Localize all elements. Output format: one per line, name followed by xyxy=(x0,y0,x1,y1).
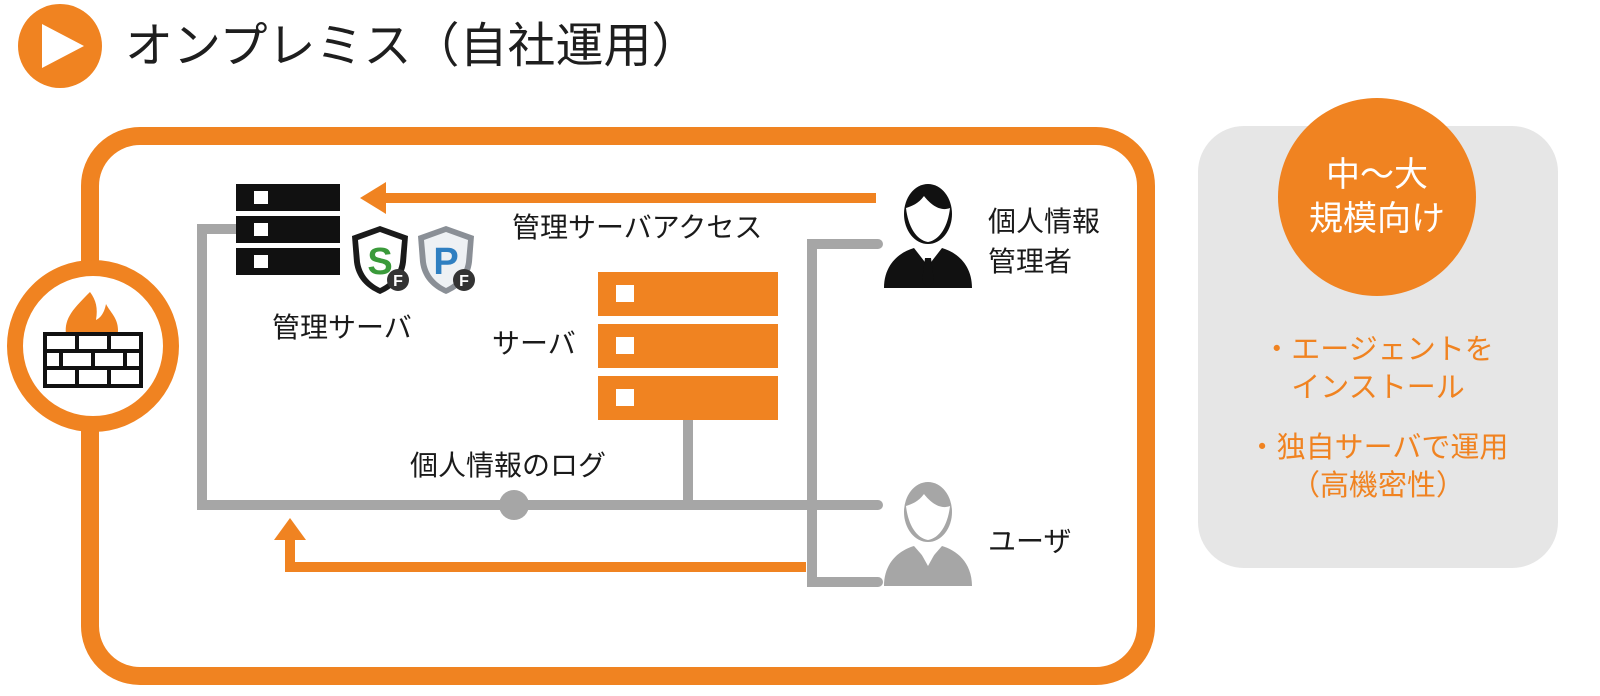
admin-server-icon xyxy=(236,184,340,275)
svg-text:F: F xyxy=(393,273,403,290)
network-lines xyxy=(197,224,883,587)
feature-own-server: ・独自サーバで運用 （高機密性） xyxy=(1247,430,1509,502)
server-label: サーバ xyxy=(492,327,576,360)
svg-text:F: F xyxy=(459,273,469,290)
play-icon xyxy=(18,4,102,88)
log-arrow xyxy=(274,518,806,572)
access-label: 管理サーバアクセス xyxy=(512,211,763,244)
scale-badge-text: 中〜大 規模向け xyxy=(1309,155,1445,239)
user-icon xyxy=(884,482,972,586)
user-label: ユーザ xyxy=(988,525,1072,558)
feature-install-agent: ・エージェントを インストール xyxy=(1262,332,1494,404)
log-node xyxy=(499,490,529,520)
access-arrow xyxy=(360,182,876,214)
privacy-admin-icon xyxy=(884,184,972,288)
admin-server-label: 管理サーバ xyxy=(272,311,412,344)
scale-badge: 中〜大 規模向け xyxy=(1278,98,1476,296)
admin-server-link xyxy=(197,224,883,510)
page-title: オンプレミス（自社運用） xyxy=(125,18,700,74)
shield-s-icon: S F xyxy=(352,226,409,294)
privacy-admin-label: 個人情報 管理者 xyxy=(988,205,1101,278)
log-label: 個人情報のログ xyxy=(410,449,607,482)
admin-user-link xyxy=(807,239,883,587)
server-icon xyxy=(598,272,778,420)
shield-p-icon: P F xyxy=(418,226,475,294)
firewall-icon xyxy=(7,260,179,432)
